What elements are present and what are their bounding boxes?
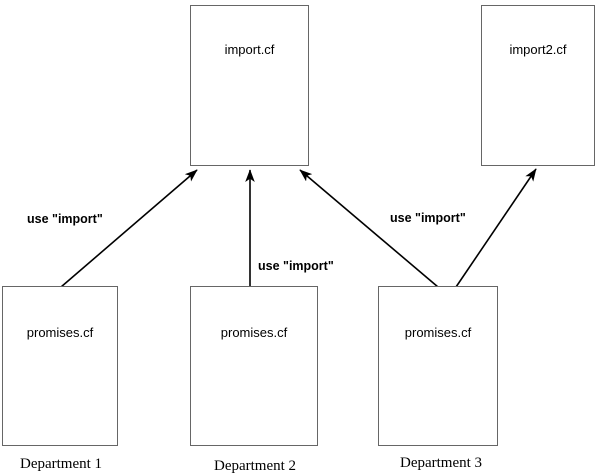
edge-label-middle: use "import" [258,259,334,273]
node-label-import: import.cf [224,42,275,57]
node-box-import[interactable]: import.cf [190,5,309,166]
node-label-import2: import2.cf [509,42,567,57]
caption-department-2: Department 2 [214,458,297,474]
node-label-promises-dept3: promises.cf [404,325,472,340]
node-label-promises-dept1: promises.cf [26,325,94,340]
edge-edge-import2 [455,168,537,288]
edge-label-left: use "import" [27,212,103,226]
node-box-promises-dept1[interactable]: promises.cf [2,286,118,446]
edge-edge-left [60,169,198,288]
node-label-promises-dept2: promises.cf [220,325,288,340]
edge-label-right: use "import" [390,211,466,225]
edge-edge-right [299,169,439,288]
node-box-promises-dept3[interactable]: promises.cf [378,286,498,446]
edge-lines [60,168,537,288]
node-box-import2[interactable]: import2.cf [481,5,595,166]
caption-department-3: Department 3 [400,455,483,471]
caption-department-1: Department 1 [20,456,103,472]
node-box-promises-dept2[interactable]: promises.cf [190,286,318,446]
